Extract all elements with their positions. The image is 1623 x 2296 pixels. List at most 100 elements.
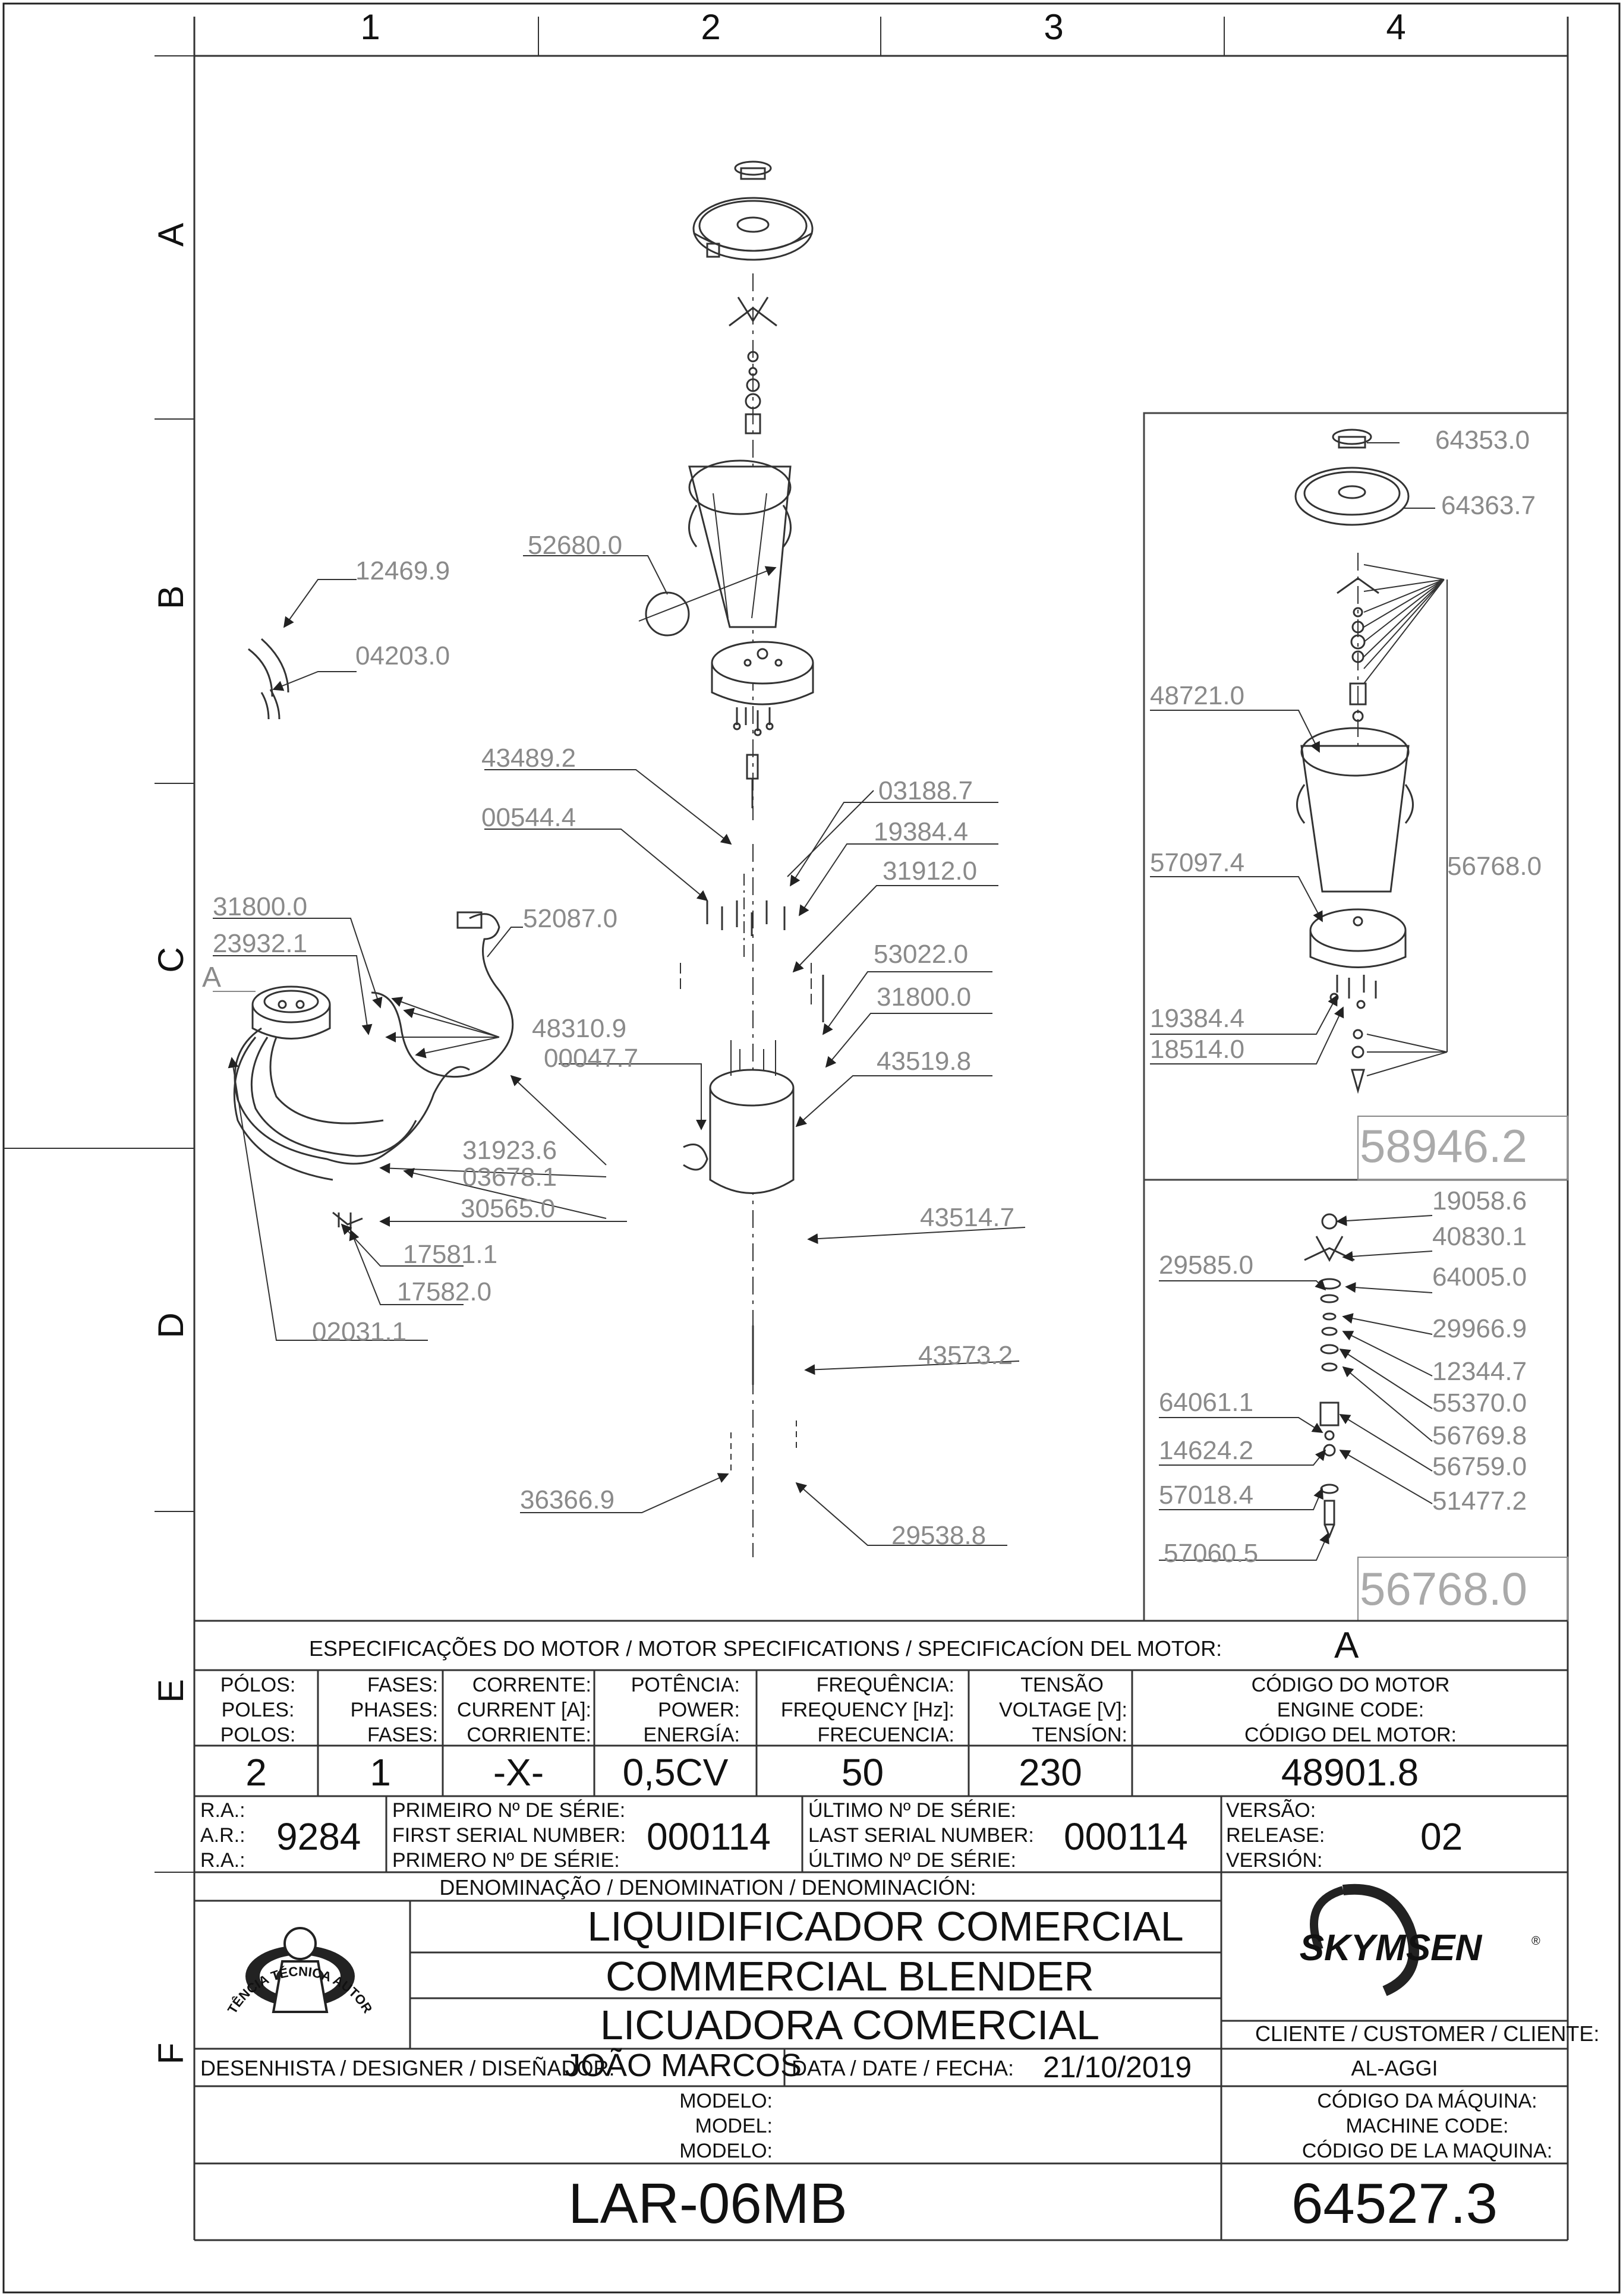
grid-column-label: 2 — [701, 7, 720, 47]
motor-header-frequency: FREQUÊNCIA: FREQUENCY [Hz]: FRECUENCIA: — [759, 1673, 954, 1747]
first-serial-label-line: PRIMERO Nº DE SÉRIE: — [392, 1849, 620, 1872]
callout-label: 56768.0 — [1447, 852, 1542, 881]
callout-label: 36366.9 — [520, 1485, 614, 1514]
client-label: CLIENTE / CUSTOMER / CLIENTE: — [1255, 2021, 1600, 2046]
header-line: FRECUENCIA: — [817, 1724, 954, 1746]
callout-label: 56769.8 — [1432, 1421, 1527, 1450]
version-label-line: RELEASE: — [1226, 1824, 1325, 1847]
grid-row-label: B — [151, 585, 191, 609]
last-serial-labels: ÚLTIMO Nº DE SÉRIE: LAST SERIAL NUMBER: … — [808, 1798, 1034, 1873]
callout-label: 64363.7 — [1441, 491, 1536, 520]
header-line: ENERGÍA: — [643, 1724, 740, 1746]
callout-label: 52087.0 — [523, 904, 617, 933]
header-line: POWER: — [658, 1699, 740, 1721]
date-value: 21/10/2019 — [1043, 2051, 1192, 2084]
callout-label: 51477.2 — [1432, 1486, 1527, 1516]
grid-row-label: E — [151, 1679, 191, 1703]
model-value: LAR-06MB — [568, 2172, 847, 2235]
first-serial-label-line: FIRST SERIAL NUMBER: — [392, 1824, 626, 1847]
first-serial-labels: PRIMEIRO Nº DE SÉRIE: FIRST SERIAL NUMBE… — [392, 1798, 626, 1873]
header-line: FASES: — [367, 1724, 438, 1746]
model-labels: MODELO: MODEL: MODELO: — [594, 2089, 773, 2163]
machine-code-label-line: CÓDIGO DA MÁQUINA: — [1317, 2090, 1537, 2112]
model-label-line: MODEL: — [695, 2115, 773, 2137]
header-line: PÓLOS: — [220, 1674, 296, 1696]
motor-spec-title: ESPECIFICAÇÕES DO MOTOR / MOTOR SPECIFIC… — [309, 1636, 1222, 1661]
model-label-line: MODELO: — [679, 2140, 773, 2162]
motor-value-frequency: 50 — [841, 1751, 884, 1794]
motor-value-power: 0,5CV — [622, 1751, 729, 1794]
version-label-line: VERSÃO: — [1226, 1799, 1316, 1822]
ra-labels: R.A.: A.R.: R.A.: — [200, 1798, 245, 1873]
callout-label: 31800.0 — [213, 892, 307, 921]
callout-label: 30565.0 — [461, 1194, 555, 1223]
callout-label: 12344.7 — [1432, 1357, 1527, 1386]
motor-header-current: CORRENTE: CURRENT [A]: CORRIENTE: — [446, 1673, 591, 1747]
machine-code-value: 64527.3 — [1291, 2172, 1498, 2235]
callout-label: 53022.0 — [874, 940, 968, 969]
last-serial-label-line: LAST SERIAL NUMBER: — [808, 1824, 1034, 1847]
grid-row-label: C — [151, 947, 191, 972]
grid-column-label: 1 — [360, 7, 380, 47]
callout-label: 03678.1 — [462, 1163, 557, 1192]
last-serial-label-line: ÚLTIMO Nº DE SÉRIE: — [808, 1849, 1016, 1872]
header-line: CORRIENTE: — [467, 1724, 591, 1746]
detail-blade-assembly — [1304, 1213, 1355, 1539]
header-line: POLOS: — [220, 1724, 296, 1746]
callout-label: 43573.2 — [918, 1341, 1013, 1370]
header-line: CURRENT [A]: — [456, 1699, 591, 1721]
header-line: POTÊNCIA: — [631, 1674, 740, 1696]
machine-code-labels: CÓDIGO DA MÁQUINA: MACHINE CODE: CÓDIGO … — [1221, 2089, 1568, 2163]
callout-leaders — [213, 442, 1435, 1561]
header-line: FREQUÊNCIA: — [816, 1674, 954, 1696]
callout-label: 19058.6 — [1432, 1186, 1527, 1215]
ra-label-line: R.A.: — [200, 1799, 245, 1822]
title-block-grid — [194, 1620, 1568, 2240]
header-line: TENSÃO — [1020, 1674, 1104, 1696]
callout-label: 17582.0 — [397, 1277, 491, 1306]
first-serial-label-line: PRIMEIRO Nº DE SÉRIE: — [392, 1799, 626, 1822]
detail-assembly-jar — [1294, 429, 1448, 1094]
header-line: PHASES: — [350, 1699, 438, 1721]
motor-value-phases: 1 — [370, 1751, 391, 1794]
motor-value-poles: 2 — [245, 1751, 267, 1794]
callout-label: 12469.9 — [355, 556, 450, 585]
callout-label: 48721.0 — [1150, 681, 1244, 710]
product-name-es: LICUADORA COMERCIAL — [600, 2002, 1100, 2048]
callout-label: 55370.0 — [1432, 1388, 1527, 1418]
motor-header-poles: PÓLOS: POLES: POLOS: — [199, 1673, 317, 1747]
ra-value: 9284 — [276, 1815, 361, 1858]
first-serial-value: 000114 — [647, 1815, 771, 1858]
header-line: TENSÍON: — [1032, 1724, 1127, 1746]
svg-text:SKYMSEN: SKYMSEN — [1300, 1927, 1483, 1969]
callout-label: 57097.4 — [1150, 848, 1244, 877]
callout-label: 00544.4 — [481, 803, 576, 832]
motor-header-voltage: TENSÃO VOLTAGE [V]: TENSÍON: — [972, 1673, 1127, 1747]
callout-label: 02031.1 — [312, 1317, 406, 1346]
ra-label-line: R.A.: — [200, 1849, 245, 1872]
callout-label: 43489.2 — [481, 744, 576, 773]
header-line: FREQUENCY [Hz]: — [780, 1699, 954, 1721]
grid-column-label: 4 — [1386, 7, 1405, 47]
sub-assembly-label: A — [202, 962, 221, 993]
callout-label: 64005.0 — [1432, 1262, 1527, 1292]
callout-labels: 12469.9 04203.0 52680.0 43489.2 00544.4 … — [202, 426, 1542, 1615]
version-label-line: VERSIÓN: — [1226, 1849, 1323, 1872]
callout-label: 00047.7 — [544, 1044, 638, 1073]
motor-header-power: POTÊNCIA: POWER: ENERGÍA: — [597, 1673, 740, 1747]
model-label-line: MODELO: — [679, 2090, 773, 2112]
callout-label: 56759.0 — [1432, 1452, 1527, 1481]
last-serial-label-line: ÚLTIMO Nº DE SÉRIE: — [808, 1799, 1016, 1822]
version-labels: VERSÃO: RELEASE: VERSIÓN: — [1226, 1798, 1325, 1873]
motor-value-current: -X- — [493, 1751, 544, 1794]
callout-label: 43514.7 — [920, 1203, 1014, 1232]
callout-label: 29538.8 — [891, 1521, 986, 1550]
callout-label: 57018.4 — [1159, 1481, 1253, 1510]
callout-label: 18514.0 — [1150, 1035, 1244, 1064]
callout-label: 14624.2 — [1159, 1436, 1253, 1465]
assembly-code: 58946.2 — [1360, 1120, 1527, 1172]
header-line: CORRENTE: — [472, 1674, 591, 1696]
callout-label: 64061.1 — [1159, 1388, 1253, 1417]
